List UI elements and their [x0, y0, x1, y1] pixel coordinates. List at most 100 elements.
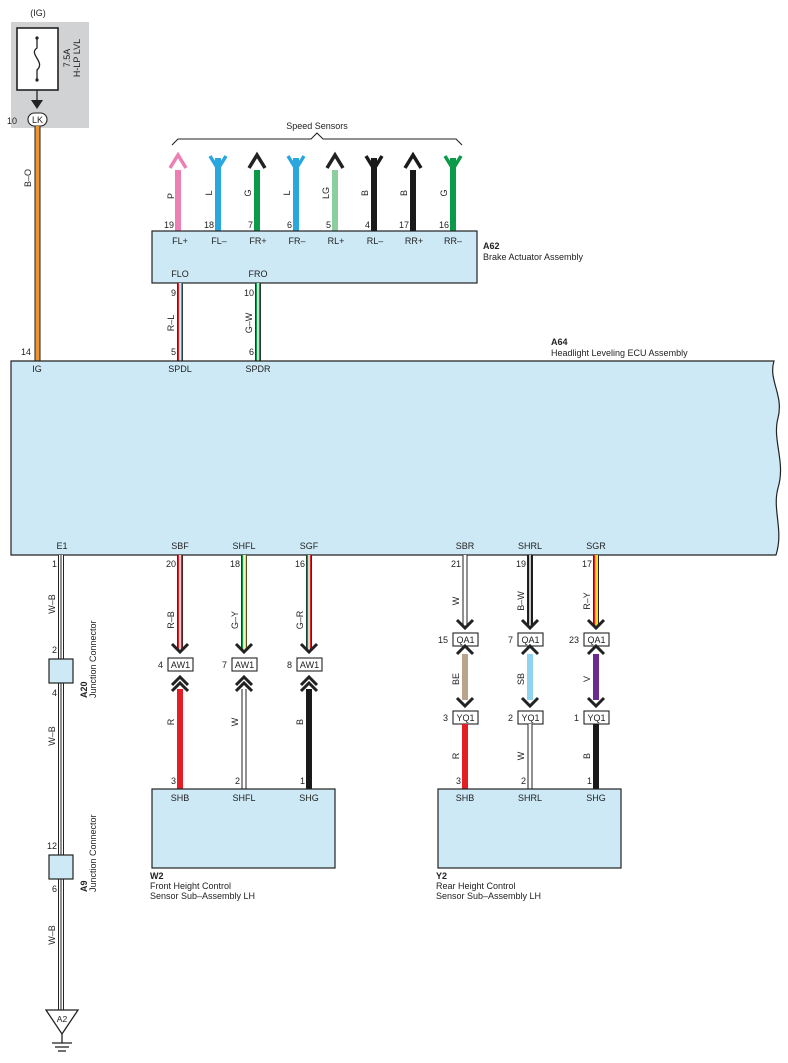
svg-text:7: 7 — [248, 220, 253, 230]
svg-text:RL–: RL– — [367, 236, 384, 246]
connector-arrow-icon — [299, 642, 319, 655]
ground-point-label: A2 — [57, 1014, 68, 1024]
speed-wire-fr-minus: L 6 — [282, 155, 306, 231]
aw1-connector — [296, 657, 323, 672]
connector-arrow-icon — [234, 642, 254, 655]
svg-text:B: B — [295, 719, 305, 725]
a62-output-flo: FLO — [171, 269, 189, 279]
speed-wire-rr-plus: B 17 — [399, 151, 423, 231]
svg-text:FR–: FR– — [288, 236, 305, 246]
ground-wire-color-3: W–B — [47, 925, 57, 945]
svg-text:16: 16 — [295, 559, 305, 569]
svg-text:20: 20 — [166, 559, 176, 569]
w2-name-line1: Front Height Control — [150, 881, 231, 891]
a62-id: A62 — [483, 241, 500, 251]
a64-id: A64 — [551, 337, 568, 347]
a64-spdr: SPDR — [245, 364, 271, 374]
a64-e1: E1 — [56, 541, 67, 551]
svg-text:6: 6 — [52, 884, 57, 894]
svg-text:QA1: QA1 — [456, 635, 474, 645]
rear-circuit-shrl: 19 B–W QA1 7 SB YQ1 2 W 2 — [508, 555, 544, 789]
svg-text:5: 5 — [326, 220, 331, 230]
fuse-section: (IG) 7.5A H-LP LVL 10 LK B–O — [7, 8, 89, 361]
svg-text:1: 1 — [574, 713, 579, 723]
svg-text:SB: SB — [516, 673, 526, 685]
a64-spdl: SPDL — [168, 364, 192, 374]
fuse-rating: 7.5A — [62, 49, 72, 68]
fuse-terminal-bottom-icon — [35, 78, 39, 82]
svg-text:19: 19 — [516, 559, 526, 569]
w2-sensor-box — [151, 788, 336, 869]
svg-text:17: 17 — [399, 220, 409, 230]
connector-arrow-icon — [586, 696, 606, 709]
fuse-symbol-icon — [33, 38, 41, 80]
svg-text:17: 17 — [582, 559, 592, 569]
arrow-down-icon — [443, 155, 463, 173]
svg-text:4: 4 — [158, 660, 163, 670]
svg-text:SHB: SHB — [171, 793, 190, 803]
svg-text:W: W — [451, 596, 461, 605]
speed-wire-rr-minus: G 16 — [439, 155, 463, 231]
fuse-name: H-LP LVL — [72, 39, 82, 77]
a9-id: A9 — [79, 880, 89, 892]
a64-ig-terminal: IG — [32, 364, 42, 374]
y2-name-line2: Sensor Sub–Assembly LH — [436, 891, 541, 901]
w2-name-line2: Sensor Sub–Assembly LH — [150, 891, 255, 901]
speed-wire-fr-plus: G 7 — [243, 151, 267, 231]
svg-text:3: 3 — [171, 776, 176, 786]
front-height-circuits: 20 R–B AW1 4 R 3 18 G–Y AW1 7 W — [150, 555, 336, 901]
fuse-output-arrow-icon — [31, 100, 43, 109]
svg-text:2: 2 — [235, 776, 240, 786]
front-circuit-shg: 16 G–R AW1 8 B 1 — [287, 555, 323, 789]
rear-height-circuits: 21 W QA1 15 BE YQ1 3 R 3 19 B–W — [436, 555, 622, 901]
y2-sensor-box — [437, 788, 622, 869]
svg-text:G–R: G–R — [295, 610, 305, 629]
svg-text:W: W — [516, 751, 526, 760]
speed-wire-rl-plus: LG 5 — [321, 151, 345, 231]
svg-text:V: V — [582, 676, 592, 682]
a64-shfl: SHFL — [232, 541, 255, 551]
ground-symbol-icon — [52, 1034, 72, 1052]
speed-sensors-title: Speed Sensors — [286, 121, 348, 131]
connector-arrow-icon — [520, 618, 540, 631]
svg-text:2: 2 — [52, 645, 57, 655]
a20-id: A20 — [79, 681, 89, 698]
a20-name: Junction Connector — [88, 620, 98, 698]
lk-connector-label: LK — [32, 115, 43, 125]
arrow-up-icon — [247, 151, 267, 169]
svg-text:AW1: AW1 — [171, 660, 190, 670]
a64-name: Headlight Leveling ECU Assembly — [551, 348, 688, 358]
connector-arrow-icon — [520, 696, 540, 709]
svg-text:4: 4 — [365, 220, 370, 230]
svg-text:B: B — [360, 190, 370, 196]
a62-box — [151, 230, 478, 284]
arrow-up-icon — [325, 151, 345, 169]
svg-text:L: L — [282, 190, 292, 195]
ig-wire-color-label: B–O — [23, 169, 33, 187]
svg-text:21: 21 — [451, 559, 461, 569]
connector-arrow-icon — [299, 674, 319, 693]
svg-text:18: 18 — [204, 220, 214, 230]
svg-text:G: G — [243, 189, 253, 196]
a64-shrl: SHRL — [518, 541, 542, 551]
a64-ecu: A64 Headlight Leveling ECU Assembly 14 I… — [10, 337, 782, 556]
a64-box — [10, 360, 782, 556]
svg-text:SHFL: SHFL — [232, 793, 255, 803]
svg-text:4: 4 — [52, 688, 57, 698]
svg-text:FR+: FR+ — [249, 236, 266, 246]
svg-text:FL+: FL+ — [172, 236, 188, 246]
a20-junction-connector — [48, 658, 74, 684]
ground-wire-color-1: W–B — [47, 594, 57, 614]
a64-ig-pin: 14 — [21, 347, 31, 357]
svg-text:1: 1 — [52, 559, 57, 569]
y2-id: Y2 — [436, 871, 447, 881]
y2-name-line1: Rear Height Control — [436, 881, 516, 891]
svg-text:RR–: RR– — [444, 236, 462, 246]
svg-text:SHG: SHG — [299, 793, 319, 803]
svg-text:BE: BE — [451, 673, 461, 685]
svg-text:1: 1 — [300, 776, 305, 786]
a62-output-fro: FRO — [249, 269, 268, 279]
svg-text:G–Y: G–Y — [230, 611, 240, 629]
connector-arrow-icon — [586, 643, 606, 656]
